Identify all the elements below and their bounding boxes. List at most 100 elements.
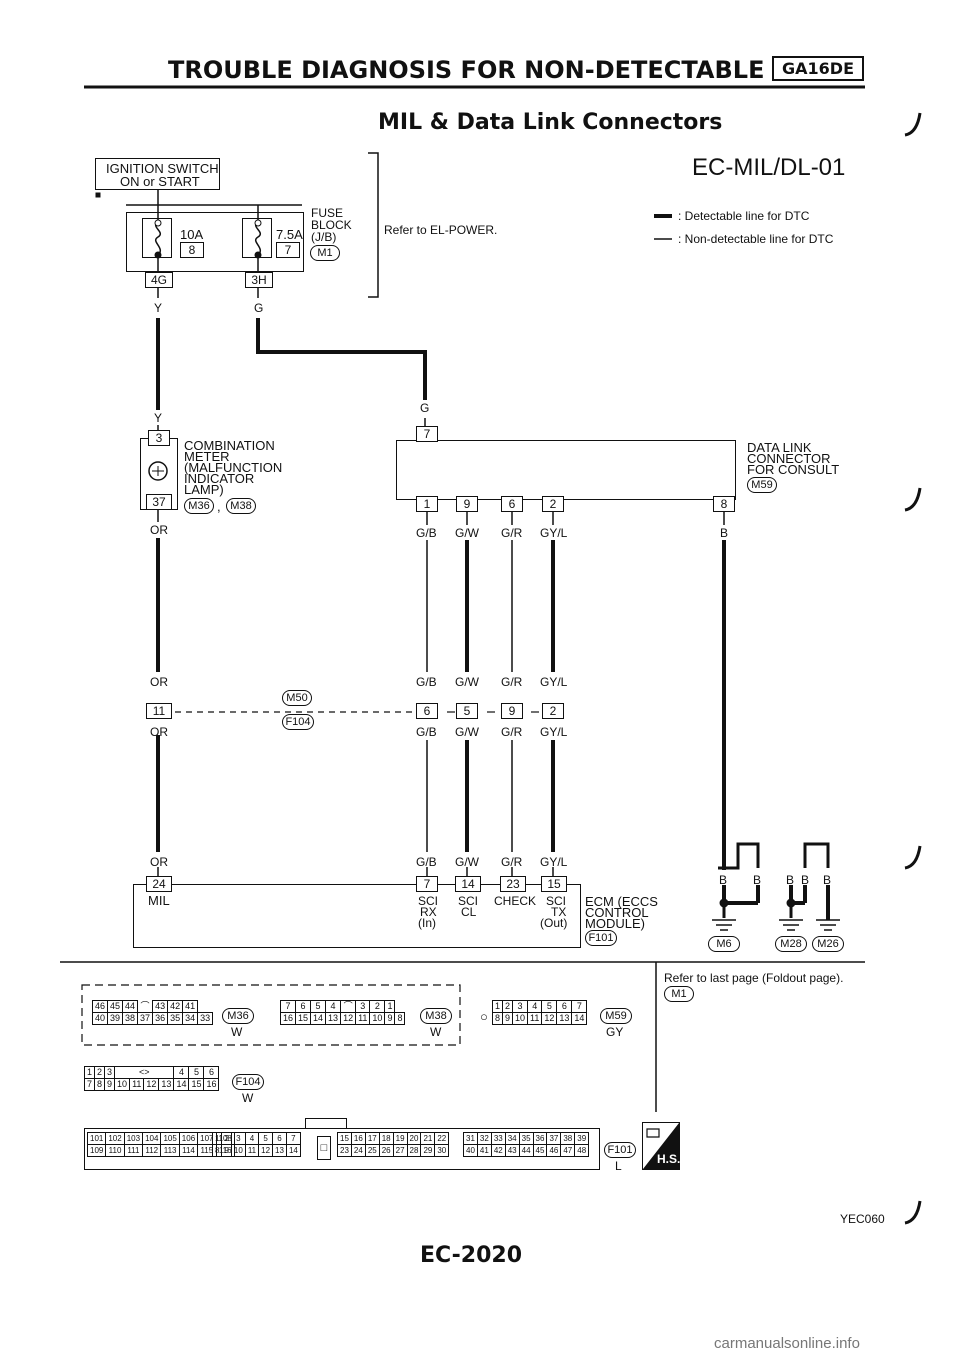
meter-connector-sep: , (217, 499, 221, 514)
cavity: 9 (221, 1144, 232, 1157)
cavity: 2 (94, 1066, 106, 1079)
ecm-mil-label: MIL (148, 893, 170, 908)
ecm-pin-15: 15 (541, 876, 567, 892)
cavity: 110 (105, 1144, 125, 1157)
diagram-subtitle: MIL & Data Link Connectors (378, 110, 723, 135)
ecm-name-2: CONTROL (585, 905, 649, 920)
ignition-switch-box: IGNITION SWITCH ON or START (95, 158, 220, 190)
ecm-wire-gr: G/R (501, 855, 523, 869)
fuse-1-symbol (155, 221, 161, 257)
cavity: 6 (556, 1000, 573, 1013)
connector-f104-name: F104 (232, 1074, 264, 1090)
key-icon: ⌒ (340, 1000, 357, 1013)
cavity: 7 (279, 1000, 297, 1013)
cavity: 40 (463, 1144, 478, 1157)
cavity: 42 (490, 1144, 506, 1157)
joint-wire-gb-bottom: G/B (416, 725, 437, 739)
cavity: 111 (123, 1144, 144, 1157)
cavity: 12 (258, 1144, 274, 1157)
cavity: 7 (83, 1078, 96, 1091)
joint-pin-2: 2 (542, 703, 564, 719)
cavity: 23 (337, 1144, 352, 1157)
cavity: 34 (504, 1132, 520, 1145)
ecm-name-3: MODULE) (585, 916, 645, 931)
cavity: 11 (244, 1144, 260, 1157)
cavity: 43 (504, 1144, 520, 1157)
cavity: 20 (406, 1132, 422, 1145)
cavity: 10 (230, 1144, 246, 1157)
watermark: carmanualsonline.info (714, 1335, 860, 1352)
ground-wire-b-1: B (719, 873, 728, 887)
cavity: 104 (142, 1132, 162, 1145)
cavity: 14 (285, 1144, 301, 1157)
cavity: 1 (211, 1132, 223, 1145)
cavity: 12 (541, 1012, 558, 1025)
cavity: 10 (114, 1078, 131, 1091)
dlc-wire-gyl: GY/L (540, 526, 568, 540)
fuse-2-amp: 7.5A (276, 227, 303, 242)
cavity: 13 (325, 1012, 342, 1025)
cavity: 10 (369, 1012, 386, 1025)
dlc-label-3: FOR CONSULT (747, 462, 840, 477)
fuse-1-amp: 10A (180, 227, 204, 242)
cavity: 105 (160, 1132, 180, 1145)
connector-m59-key-icon: ○ (480, 1009, 488, 1024)
ground-wire-b-5: B (823, 873, 832, 887)
cavity: 11 (355, 1012, 371, 1025)
dlc-connector: M59 (747, 477, 777, 493)
fuse-2-symbol (255, 221, 261, 257)
ignition-switch-label: IGNITION SWITCH (106, 161, 219, 176)
connector-m59-face: 1 2 3 4 5 6 7 8 9 10 11 12 13 14 (491, 1000, 588, 1025)
cavity: 14 (310, 1012, 327, 1025)
cavity: 26 (378, 1144, 394, 1157)
hs-badge: H.S. (642, 1122, 680, 1170)
ground-connector-m28: M28 (775, 936, 807, 952)
joint-wire-or-bottom: OR (150, 725, 168, 739)
cavity: 109 (86, 1144, 107, 1157)
cavity: 32 (476, 1132, 492, 1145)
connector-f104-face: 1 2 3 <> 4 5 6 7 8 9 10 11 12 13 14 15 1… (83, 1066, 220, 1091)
cavity: 9 (104, 1078, 116, 1091)
cavity: 21 (420, 1132, 436, 1145)
cavity: 101 (86, 1132, 107, 1145)
cavity: 114 (178, 1144, 199, 1157)
connector-m36-color: W (231, 1025, 243, 1039)
cavity: 47 (560, 1144, 576, 1157)
cavity: 3 (104, 1066, 116, 1079)
meter-connector-m38: M38 (226, 498, 256, 514)
dlc-wire-in: G (420, 401, 430, 415)
cavity: 19 (392, 1132, 408, 1145)
cavity: 12 (143, 1078, 160, 1091)
connector-f104-color: W (242, 1091, 254, 1105)
ecm-sig3-1: CHECK (494, 894, 537, 908)
page-number: EC-2020 (420, 1243, 523, 1268)
cavity: 16 (279, 1012, 297, 1025)
ecm-box (133, 884, 581, 948)
cavity: 24 (350, 1144, 366, 1157)
ground-wire-b-2: B (753, 873, 762, 887)
joint-wire-gr-bottom: G/R (501, 725, 523, 739)
joint-pin-9: 9 (501, 703, 523, 719)
joint-wire-gw-bottom: G/W (455, 725, 479, 739)
cavity: 5 (310, 1000, 327, 1013)
cavity: 44 (518, 1144, 534, 1157)
ground-loop-2 (803, 842, 830, 868)
connector-m59-color: GY (606, 1025, 624, 1039)
connector-m36-name: M36 (222, 1008, 254, 1024)
cavity: 102 (105, 1132, 125, 1145)
dlc-box (396, 440, 736, 500)
joint-connector-m50: M50 (282, 690, 312, 706)
cavity: 36 (532, 1132, 548, 1145)
joint-connector-f104: F104 (282, 714, 314, 730)
dlc-pin-9: 9 (456, 496, 478, 512)
joint-wire-gr-top: G/R (501, 675, 523, 689)
cavity: 1 (83, 1066, 96, 1079)
fuse-1-holder (142, 218, 172, 258)
ground-connector-m26: M26 (812, 936, 844, 952)
ecm-sig1-1: SCI (418, 894, 439, 908)
cavity: 37 (137, 1012, 154, 1025)
connector-m38-color: W (430, 1025, 442, 1039)
